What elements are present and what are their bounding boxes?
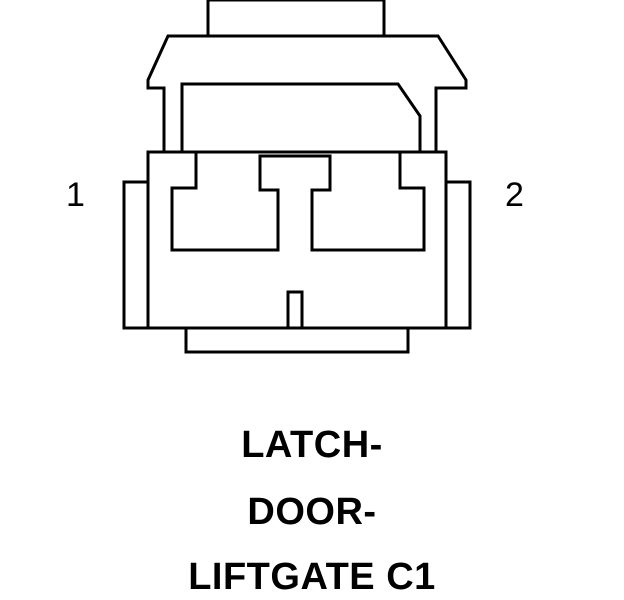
connector-top-housing (146, 34, 468, 154)
pin-label-1: 1 (66, 176, 85, 214)
caption-line-3: LIFTGATE C1 (188, 556, 436, 598)
connector-top-tab (206, 0, 386, 38)
connector-right-rail (444, 180, 472, 330)
connector-left-rail (122, 180, 150, 330)
caption-line-2: DOOR- (247, 491, 377, 533)
pin-label-2: 2 (505, 176, 524, 214)
caption-line-1: LATCH- (241, 424, 383, 466)
connector-bottom-key (286, 290, 304, 330)
connector-cavity (170, 152, 426, 252)
connector-bottom-base (184, 328, 410, 354)
